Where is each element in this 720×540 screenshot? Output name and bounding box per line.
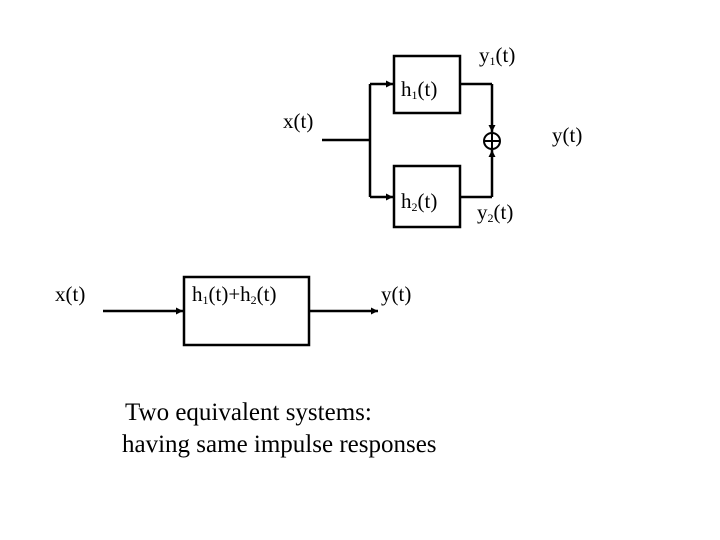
- block-h1-plus-h2-label: h1(t)+h2(t): [192, 282, 277, 307]
- block-h2-label: h2(t): [401, 189, 437, 214]
- combined-input-label: x(t): [55, 282, 85, 306]
- caption-line-1: Two equivalent systems:: [125, 399, 372, 426]
- caption-line-2: having same impulse responses: [122, 431, 437, 458]
- output-y1-label: y1(t): [479, 43, 515, 68]
- parallel-input-label: x(t): [283, 109, 313, 133]
- parallel-system: x(t) h1(t) h2(t) y1(t) y2(t) y(t): [283, 43, 582, 229]
- sum-output-label: y(t): [552, 123, 582, 147]
- output-y2-label: y2(t): [477, 200, 513, 225]
- block-h2: [392, 164, 462, 229]
- summing-junction-icon: [483, 132, 501, 150]
- block-h1: [392, 54, 462, 115]
- block-h1-label: h1(t): [401, 77, 437, 102]
- combined-output-label: y(t): [381, 282, 411, 306]
- combined-system: x(t) h1(t)+h2(t) y(t): [55, 275, 411, 347]
